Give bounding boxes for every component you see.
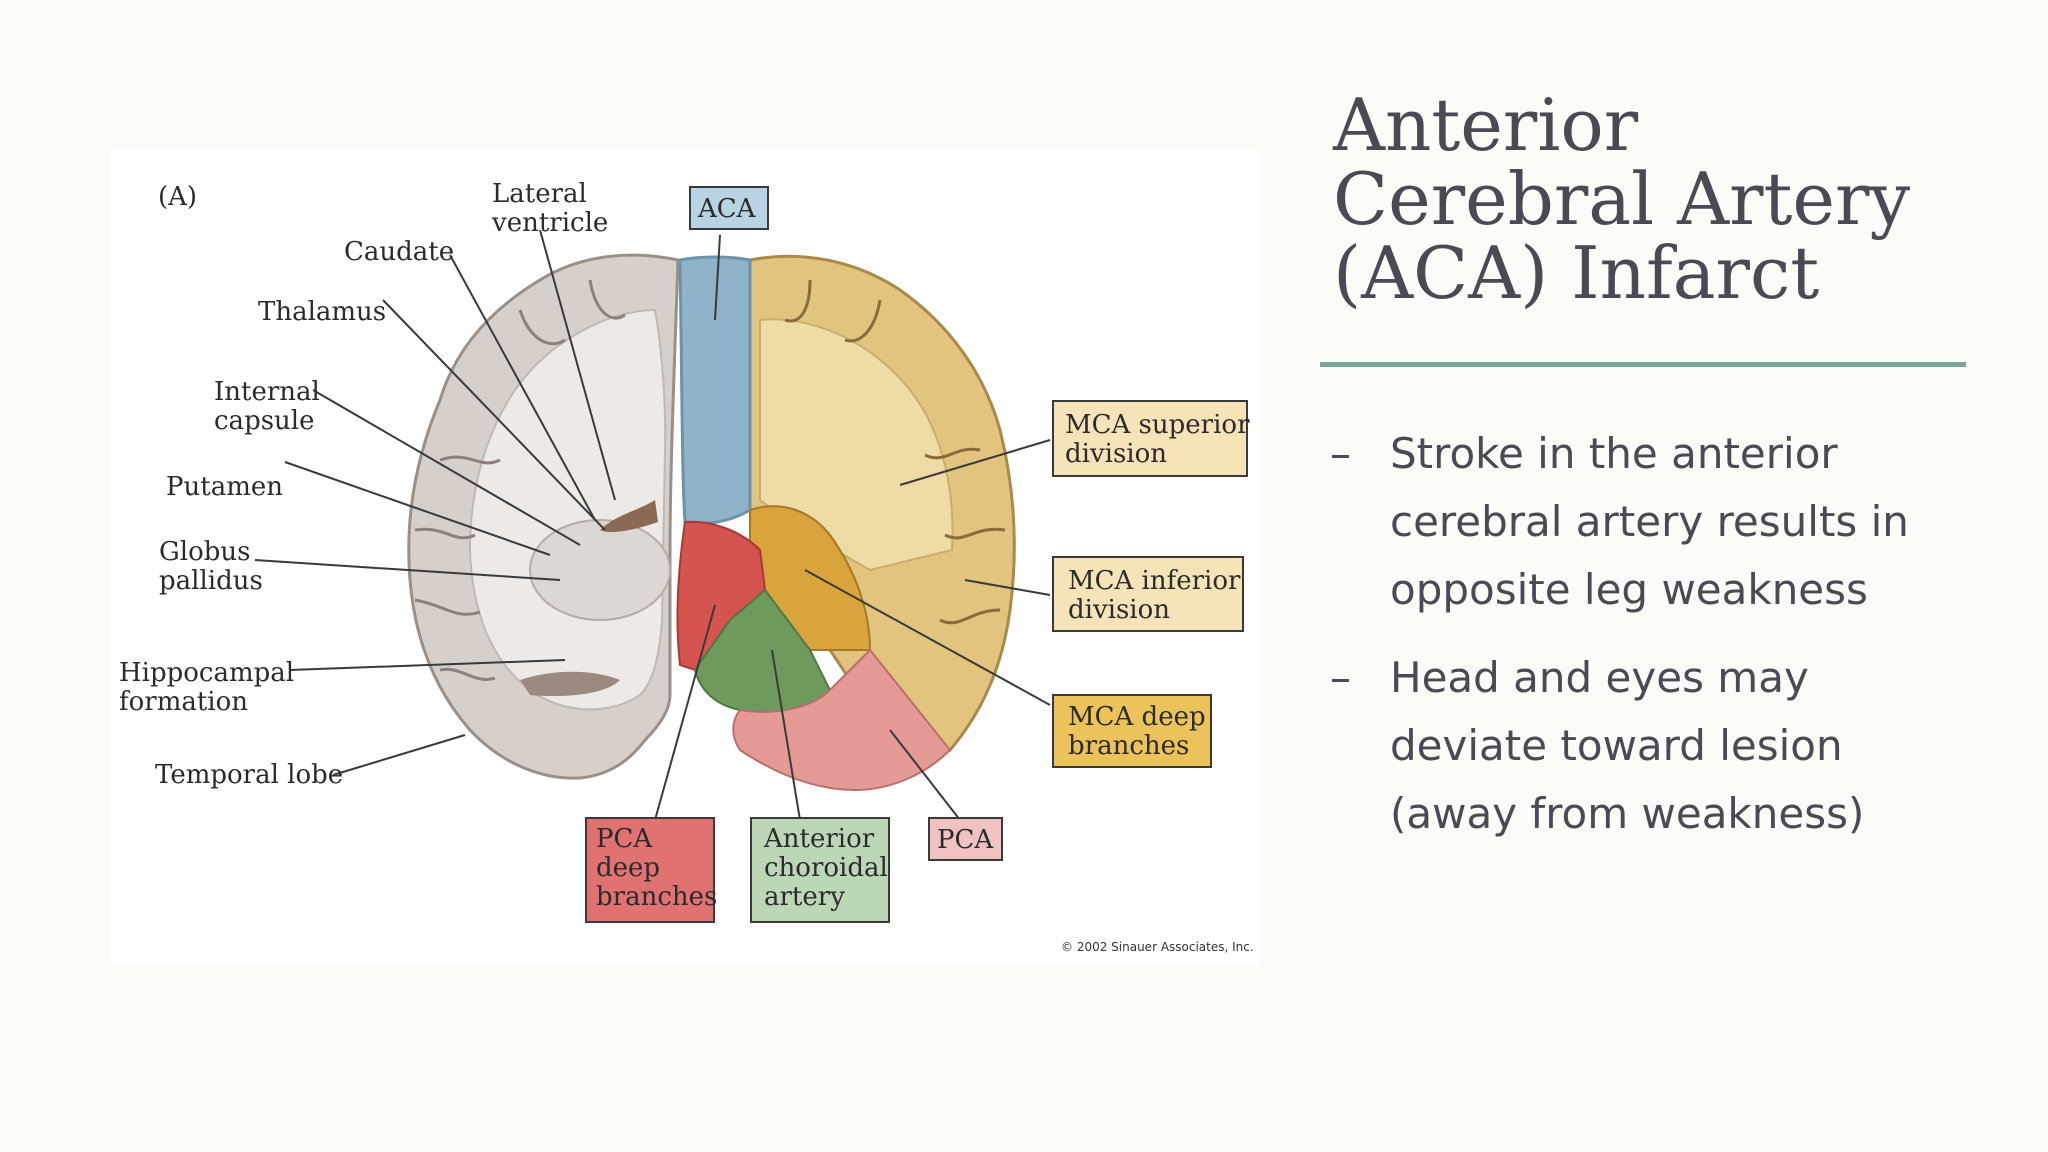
bullet-item: – Stroke in the anterior cerebral artery…: [1330, 420, 2010, 624]
box-mca-inferior-division: MCA inferior division: [1052, 556, 1244, 632]
svg-text:choroidal: choroidal: [764, 853, 888, 883]
left-sulci: [414, 279, 626, 681]
svg-text:PCA: PCA: [596, 824, 653, 854]
figure-svg: (A) Lateral ventricle Caudate Thalamus I…: [119, 179, 1254, 954]
box-aca: ACA: [689, 186, 769, 230]
bullet-dash: –: [1330, 429, 1351, 478]
label-putamen: Putamen: [166, 472, 283, 502]
title-line: (ACA) Infarct: [1333, 231, 1820, 315]
brain-illustration: [407, 253, 1016, 792]
bullet-line: opposite leg weakness: [1390, 565, 1868, 614]
left-hippocampus: [520, 671, 620, 697]
bullet-line: Head and eyes may: [1390, 653, 1809, 702]
box-pca-deep-branches: PCA deep branches: [585, 817, 717, 923]
svg-text:branches: branches: [1068, 731, 1189, 761]
left-ventricle: [600, 500, 658, 533]
bullet-line: Stroke in the anterior: [1390, 429, 1838, 478]
svg-text:MCA superior: MCA superior: [1065, 410, 1250, 440]
bullet-line: deviate toward lesion: [1390, 721, 1843, 770]
label-thalamus: Thalamus: [258, 297, 386, 327]
bullet-list: – Stroke in the anterior cerebral artery…: [1330, 420, 2010, 868]
title-divider: [1320, 362, 1966, 367]
svg-text:division: division: [1065, 439, 1167, 469]
title-line: Anterior: [1333, 83, 1639, 167]
box-mca-superior-division: MCA superior division: [1052, 400, 1250, 477]
slide-title: Anterior Cerebral Artery (ACA) Infarct: [1333, 88, 1993, 310]
label-globus-pallidus: Globus pallidus: [159, 537, 263, 596]
panel-label: (A): [158, 182, 197, 212]
bullet-line: (away from weakness): [1390, 789, 1865, 838]
svg-text:PCA: PCA: [937, 825, 994, 855]
right-pca-territory: [732, 648, 952, 792]
svg-text:MCA deep: MCA deep: [1068, 702, 1206, 732]
svg-text:Anterior: Anterior: [763, 824, 875, 854]
label-temporal-lobe: Temporal lobe: [155, 760, 343, 790]
right-aca-territory: [678, 255, 752, 525]
svg-text:artery: artery: [764, 882, 845, 912]
label-hippocampal-formation: Hippocampal formation: [119, 658, 302, 717]
label-caudate: Caudate: [344, 237, 454, 267]
bullet-item: – Head and eyes may deviate toward lesio…: [1330, 644, 2010, 848]
box-anterior-choroidal-artery: Anterior choroidal artery: [750, 817, 890, 923]
label-lateral-ventricle: Lateral ventricle: [491, 179, 608, 238]
svg-text:deep: deep: [596, 853, 660, 883]
copyright-text: © 2002 Sinauer Associates, Inc.: [1061, 940, 1254, 954]
label-internal-capsule: Internal capsule: [214, 377, 328, 436]
leader-lines: [254, 229, 1051, 821]
bullet-dash: –: [1330, 653, 1351, 702]
bullet-line: cerebral artery results in: [1390, 497, 1909, 546]
right-sulci: [784, 279, 1006, 625]
box-mca-deep-branches: MCA deep branches: [1052, 694, 1212, 768]
svg-text:division: division: [1068, 595, 1170, 625]
svg-text:branches: branches: [596, 882, 717, 912]
left-basal-ganglia: [529, 519, 671, 621]
brain-coronal-section-figure: (A) Lateral ventricle Caudate Thalamus I…: [110, 150, 1260, 965]
box-pca: PCA: [928, 817, 1003, 861]
title-line: Cerebral Artery: [1333, 157, 1911, 241]
svg-text:ACA: ACA: [697, 194, 757, 224]
svg-text:MCA inferior: MCA inferior: [1068, 566, 1241, 596]
